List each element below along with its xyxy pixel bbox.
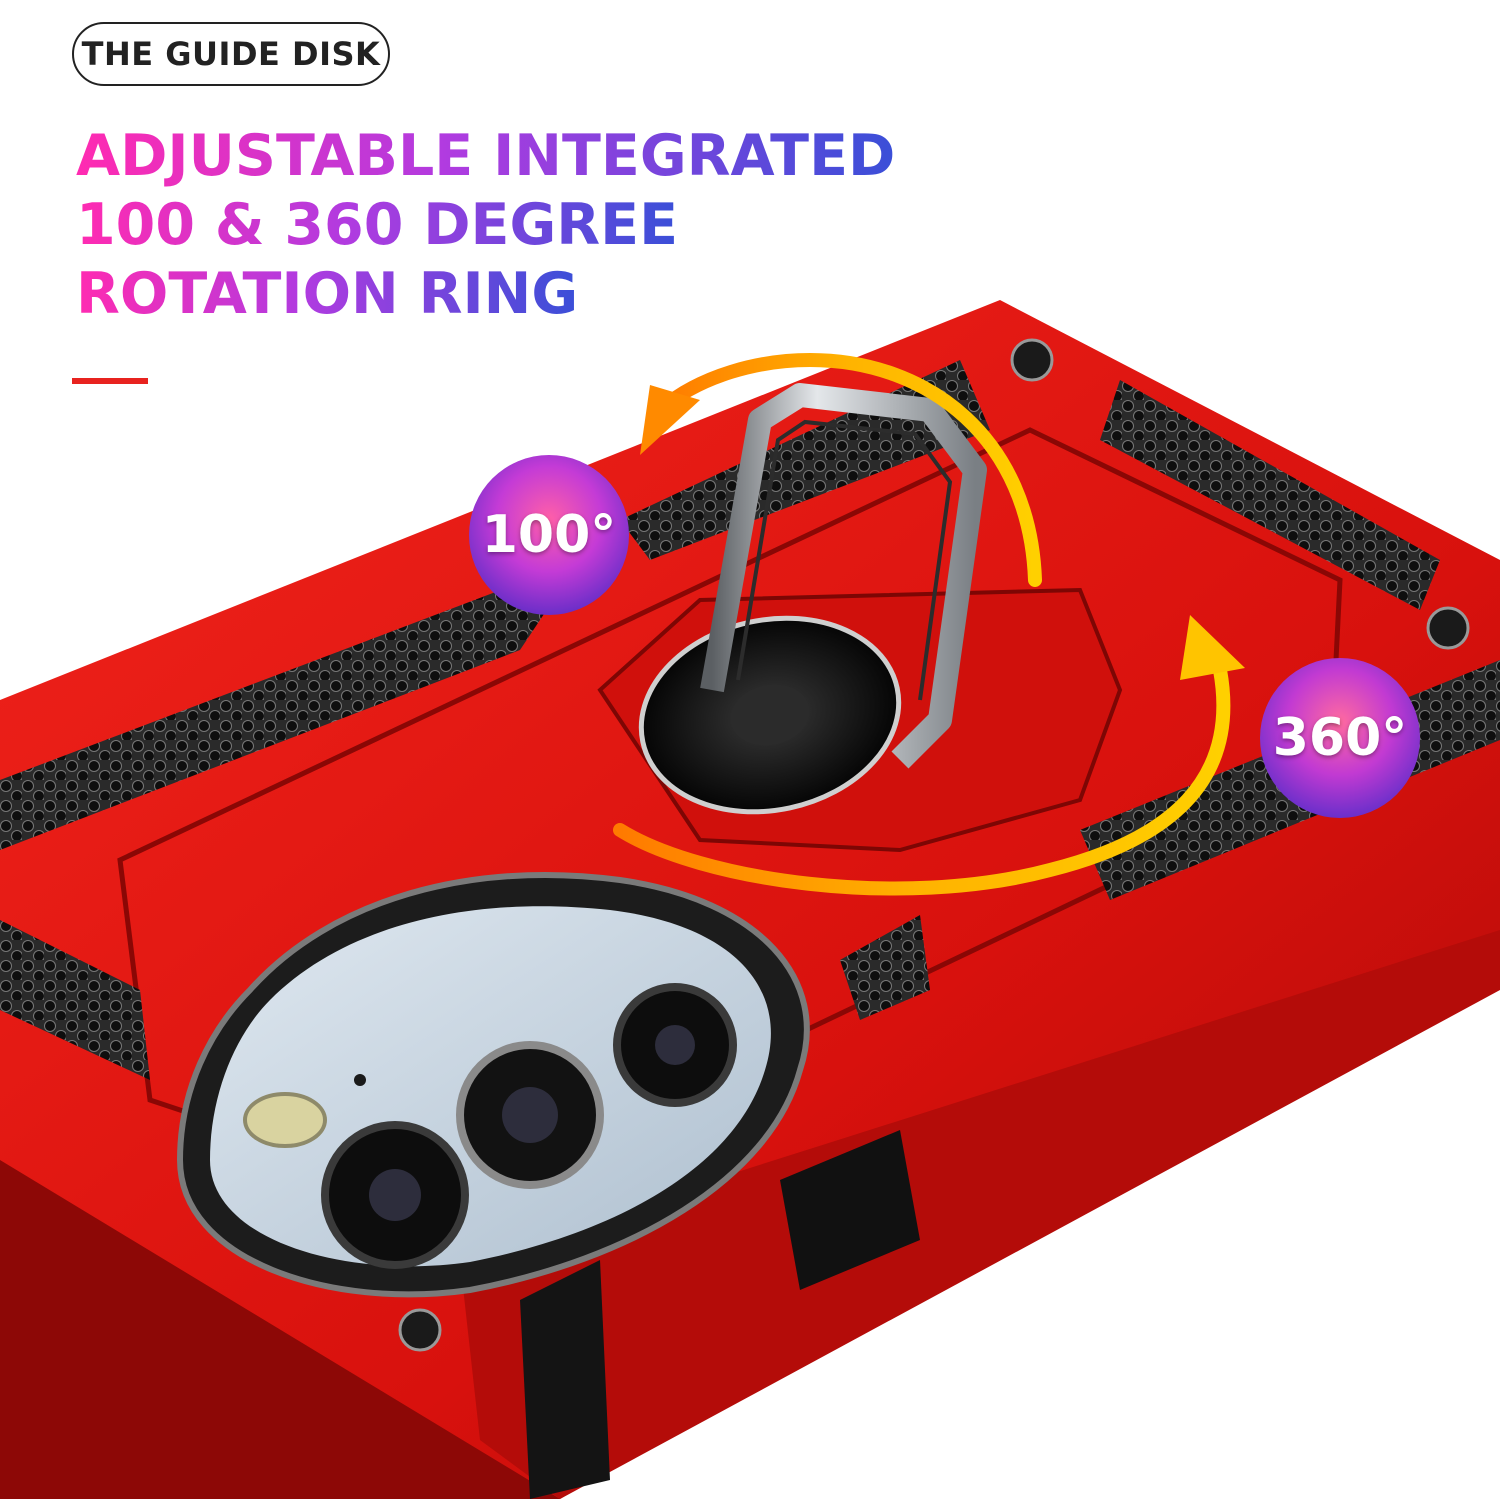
rotation-100-text: 100°: [481, 505, 617, 565]
kickstand-ring-inner: [736, 419, 953, 701]
rotation-disk-center: [730, 684, 810, 746]
screw: [1010, 338, 1054, 382]
rotation-360-text: 360°: [1272, 708, 1408, 768]
grip-strip: [1100, 380, 1440, 610]
accent-divider: [72, 378, 148, 384]
rotation-arrow-360: [613, 663, 1231, 896]
camera-flash: [243, 1092, 327, 1148]
kickstand-ring: [700, 383, 987, 769]
badge-bubble-360: [1260, 658, 1420, 818]
grip-strip: [0, 920, 150, 1080]
side-port: [780, 1130, 920, 1290]
guide-disk-label: THE GUIDE DISK: [72, 22, 390, 86]
rotation-360-badge: 360°: [1258, 656, 1422, 820]
grip-strip: [840, 915, 930, 1020]
rotation-100-badge: 100°: [468, 454, 630, 616]
headline-line-2: 100 & 360 DEGREE: [76, 192, 679, 258]
arrow-head: [640, 385, 700, 455]
headline: ADJUSTABLE INTEGRATED 100 & 360 DEGREE R…: [76, 122, 976, 329]
camera-mic: [354, 1074, 366, 1086]
grip-strip: [0, 560, 580, 850]
rotation-arrow-100: [653, 352, 1042, 587]
badge-bubble-100: [469, 455, 629, 615]
case-side-shadow: [460, 930, 1500, 1499]
screw: [1426, 606, 1470, 650]
camera-lens-core: [502, 1087, 558, 1143]
guide-disk-label-text: THE GUIDE DISK: [81, 35, 381, 73]
side-button: [520, 1260, 610, 1499]
camera-lens-core: [369, 1169, 421, 1221]
headline-line-3: ROTATION RING: [76, 261, 579, 327]
arrow-head: [1180, 615, 1245, 680]
camera-lens-core: [655, 1025, 695, 1065]
headline-line-1: ADJUSTABLE INTEGRATED: [76, 123, 896, 189]
screw: [398, 1308, 442, 1352]
case-edge: [0, 1160, 560, 1499]
